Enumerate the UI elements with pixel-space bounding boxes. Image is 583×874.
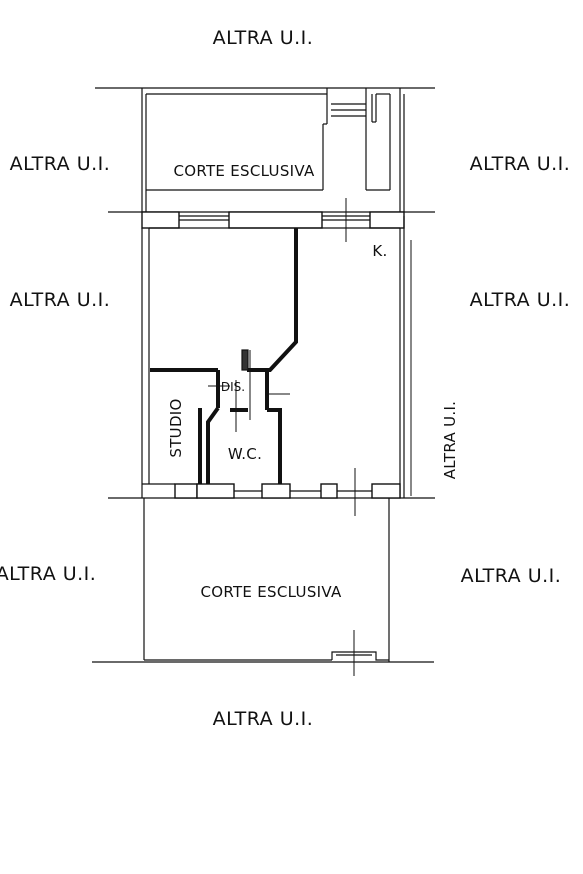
- label-courtyard-upper: CORTE ESCLUSIVA: [173, 162, 315, 180]
- upper-courtyard: [95, 87, 435, 212]
- label-neighbor-bottom: ALTRA U.I.: [213, 708, 314, 730]
- label-neighbor-lower-right: ALTRA U.I.: [461, 565, 562, 587]
- label-neighbor-top: ALTRA U.I.: [213, 27, 314, 49]
- label-neighbor-mid-left: ALTRA U.I.: [10, 289, 111, 311]
- label-neighbor-mid-right: ALTRA U.I.: [470, 289, 571, 311]
- label-neighbor-upper-left: ALTRA U.I.: [10, 153, 111, 175]
- label-bathroom: W.C.: [228, 445, 262, 463]
- upper-wall-band: [108, 198, 435, 242]
- lower-courtyard: [92, 498, 434, 676]
- lower-wall-band: [108, 468, 435, 516]
- labels: ALTRA U.I. ALTRA U.I. ALTRA U.I. ALTRA U…: [0, 27, 570, 730]
- label-courtyard-lower: CORTE ESCLUSIVA: [200, 583, 342, 601]
- label-neighbor-upper-right: ALTRA U.I.: [470, 153, 571, 175]
- label-study: STUDIO: [167, 398, 185, 457]
- label-neighbor-vertical: ALTRA U.I.: [441, 401, 459, 480]
- label-hall: DIS.: [221, 380, 245, 394]
- interior-partitions: [150, 228, 298, 484]
- apartment-walls: [141, 216, 412, 498]
- label-kitchen: K.: [372, 242, 387, 260]
- label-neighbor-lower-left: ALTRA U.I.: [0, 563, 96, 585]
